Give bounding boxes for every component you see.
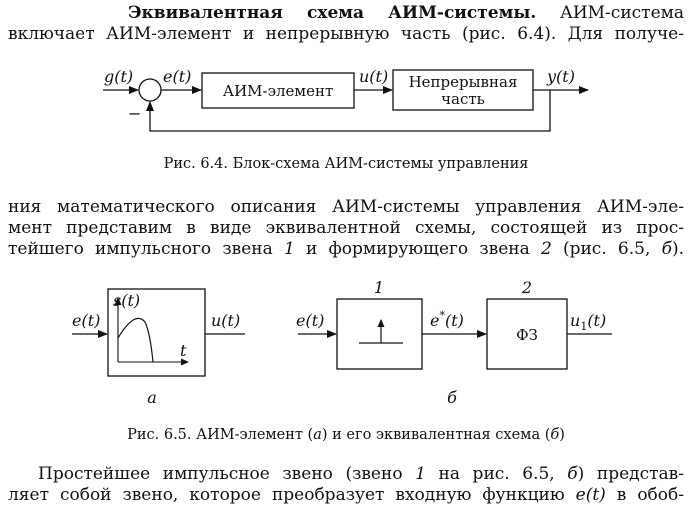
continuous-part-line1: Непрерывная xyxy=(409,73,518,91)
a-aim-block xyxy=(107,288,206,377)
continuous-part-line2: часть xyxy=(441,90,485,108)
para3-line2: ляет собой звено, которое преобразует вх… xyxy=(8,485,685,505)
a-output-label: u(t) xyxy=(211,311,240,330)
feedback-path xyxy=(146,90,551,132)
input-label: g(t) xyxy=(104,67,133,86)
a-s-label: s(t) xyxy=(113,291,140,310)
b-output-label: u1(t) xyxy=(570,311,606,333)
para1-line2: включает АИМ-элемент и непрерывную часть… xyxy=(8,24,684,44)
a-pulse-curve xyxy=(117,317,154,363)
b-sublabel: б xyxy=(447,388,457,407)
para3-line1: Простейшее импульсное звено (звено 1 на … xyxy=(38,464,684,484)
block1-number: 1 xyxy=(374,278,384,297)
a-sublabel: а xyxy=(147,388,157,407)
para2-line2: мент представим в виде эквивалентной схе… xyxy=(8,218,684,238)
para2-line1: ния математического описания АИМ-системы… xyxy=(8,197,684,217)
aim-element-label: АИМ-элемент xyxy=(223,82,334,100)
impulse-element-block xyxy=(336,298,423,370)
b-input-label: e(t) xyxy=(296,311,324,330)
error-label: e(t) xyxy=(163,67,191,86)
minus-sign: − xyxy=(128,104,141,123)
estar-label: e*(t) xyxy=(430,309,464,330)
output-label: y(t) xyxy=(546,67,575,86)
a-t-label: t xyxy=(180,341,187,360)
figure-6-4-caption: Рис. 6.4. Блок-схема АИМ-системы управле… xyxy=(163,156,529,172)
block2-number: 2 xyxy=(521,278,532,297)
para2-line3: тейшего импульсного звена 1 и формирующе… xyxy=(8,239,685,259)
shaping-element-label: ФЗ xyxy=(516,326,538,344)
figure-6-5-caption: Рис. 6.5. АИМ-элемент (а) и его эквивале… xyxy=(127,427,565,443)
u-label: u(t) xyxy=(359,67,388,86)
para1-line1: Эквивалентная схема АИМ-системы. АИМ-сис… xyxy=(128,3,684,23)
section-heading: Эквивалентная схема АИМ-системы. xyxy=(128,3,537,23)
a-input-label: e(t) xyxy=(72,311,100,330)
